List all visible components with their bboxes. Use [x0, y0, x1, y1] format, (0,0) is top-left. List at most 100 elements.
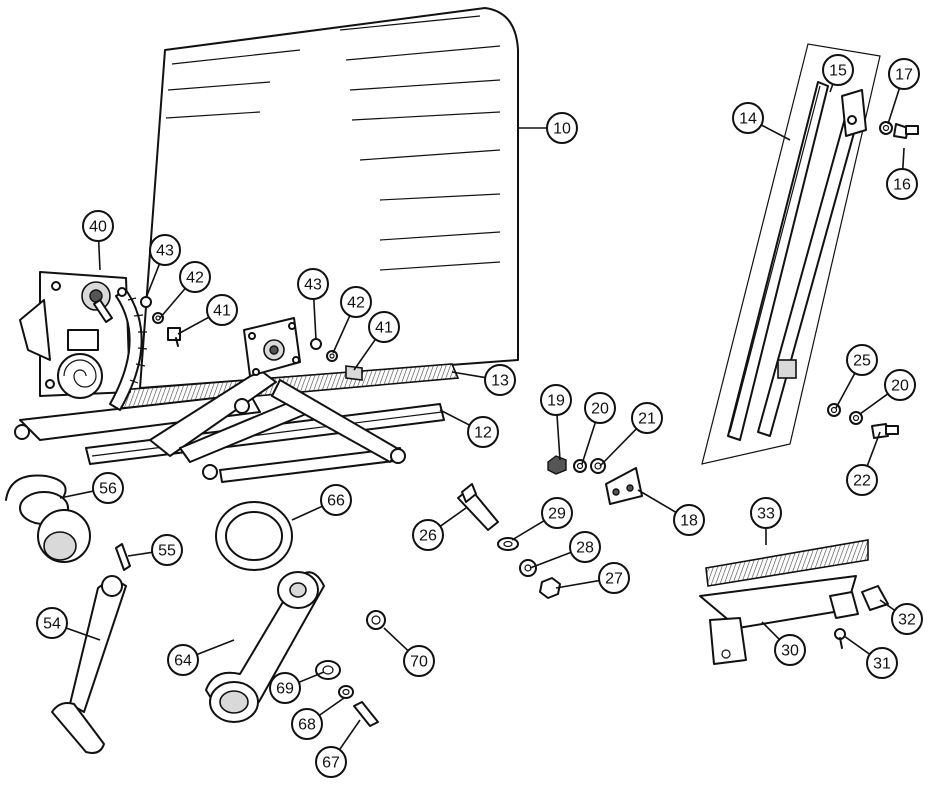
callout-circle [598, 562, 630, 594]
nut-washer-group [547, 455, 606, 475]
leader-line [556, 414, 561, 461]
leader-line [866, 431, 881, 467]
leader-line [65, 627, 101, 641]
bracket-18 [605, 467, 643, 505]
callout-number: 13 [491, 373, 509, 390]
callout-c21: 21 [599, 402, 663, 467]
callout-number: 18 [680, 513, 698, 530]
callout-number: 20 [591, 401, 609, 418]
callout-number: 42 [186, 270, 204, 287]
callout-number: 26 [419, 528, 437, 545]
callout-c32: 32 [879, 599, 923, 635]
leader-line [439, 507, 467, 527]
callout-c15: 15 [822, 54, 854, 93]
callout-circle [774, 634, 806, 666]
callout-circle [884, 369, 916, 401]
leader-line [318, 697, 345, 717]
callout-c70: 70 [383, 627, 435, 677]
callout-c55: 55 [127, 534, 183, 566]
callout-number: 31 [873, 656, 891, 673]
callout-circle [467, 416, 499, 448]
callout-c31: 31 [843, 635, 898, 679]
callout-number: 12 [474, 425, 492, 442]
callout-c68: 68 [291, 697, 345, 740]
callout-c20b: 20 [859, 369, 916, 415]
leader-line [529, 551, 572, 569]
callout-number: 25 [853, 353, 871, 370]
callout-number: 28 [576, 540, 594, 557]
leader-line [145, 263, 161, 299]
leader-line [196, 639, 235, 656]
leader-line [511, 520, 545, 541]
leader-line [859, 393, 889, 415]
leader-line [298, 671, 325, 684]
callout-number: 64 [174, 653, 192, 670]
callout-number: 42 [347, 295, 365, 312]
callout-circle [82, 210, 114, 242]
callout-number: 70 [410, 654, 428, 671]
callout-circle [822, 54, 854, 86]
callout-number: 43 [156, 243, 174, 260]
leader-line [97, 240, 101, 271]
callout-c40: 40 [82, 210, 114, 271]
callout-circle [673, 504, 705, 536]
callout-c17: 17 [887, 58, 920, 125]
callout-circle [149, 234, 181, 266]
callout-circle [297, 268, 329, 300]
leader-line [599, 428, 638, 467]
handle-spring-and-escutcheon [5, 474, 131, 571]
callout-circle [167, 644, 199, 676]
callout-c22: 22 [846, 431, 881, 496]
leader-line [451, 371, 486, 379]
callout-number: 41 [213, 303, 231, 320]
callout-number: 33 [757, 506, 775, 523]
leader-line [127, 551, 153, 557]
callout-number: 43 [304, 277, 322, 294]
callout-c25: 25 [835, 344, 878, 409]
callout-circle [403, 645, 435, 677]
callout-c54: 54 [36, 607, 101, 641]
callout-c27: 27 [555, 562, 630, 594]
callout-circle [540, 384, 572, 416]
callout-number: 29 [548, 506, 566, 523]
callout-c16: 16 [886, 147, 918, 200]
callout-number: 40 [89, 219, 107, 236]
leader-line [555, 579, 600, 589]
callout-number: 67 [322, 755, 340, 772]
leader-line [353, 338, 377, 371]
leader-line [843, 635, 871, 655]
callout-number: 55 [158, 543, 176, 560]
leader-line [439, 409, 471, 426]
callout-c19: 19 [540, 384, 572, 461]
callout-circle [846, 344, 878, 376]
callout-circle [368, 311, 400, 343]
callout-c30: 30 [761, 621, 806, 666]
callout-number: 15 [829, 63, 847, 80]
callout-number: 69 [276, 681, 294, 698]
callout-c42a: 42 [159, 261, 211, 319]
winder-handle-64 [205, 571, 325, 723]
leader-line [581, 422, 597, 465]
leader-line [760, 124, 791, 141]
stud-and-nuts [457, 483, 561, 599]
callout-circle [546, 112, 578, 144]
callout-circle [750, 497, 782, 529]
leader-line [902, 147, 905, 170]
callout-circle [732, 102, 764, 134]
callout-c66: 66 [291, 484, 352, 521]
channel-fixings-top [879, 121, 919, 139]
callout-number: 10 [553, 121, 571, 138]
callout-c14: 14 [732, 102, 791, 141]
leader-line [332, 315, 351, 354]
callout-number: 68 [298, 717, 316, 734]
callout-c56: 56 [59, 472, 124, 504]
leader-line [835, 372, 856, 409]
callout-c12: 12 [439, 409, 499, 448]
leader-line [338, 719, 361, 751]
callout-circle [36, 607, 68, 639]
callout-circle [846, 464, 878, 496]
callout-c41b: 41 [353, 311, 400, 371]
callout-circle [179, 261, 211, 293]
leader-line [887, 88, 901, 125]
callout-c33: 33 [750, 497, 782, 545]
